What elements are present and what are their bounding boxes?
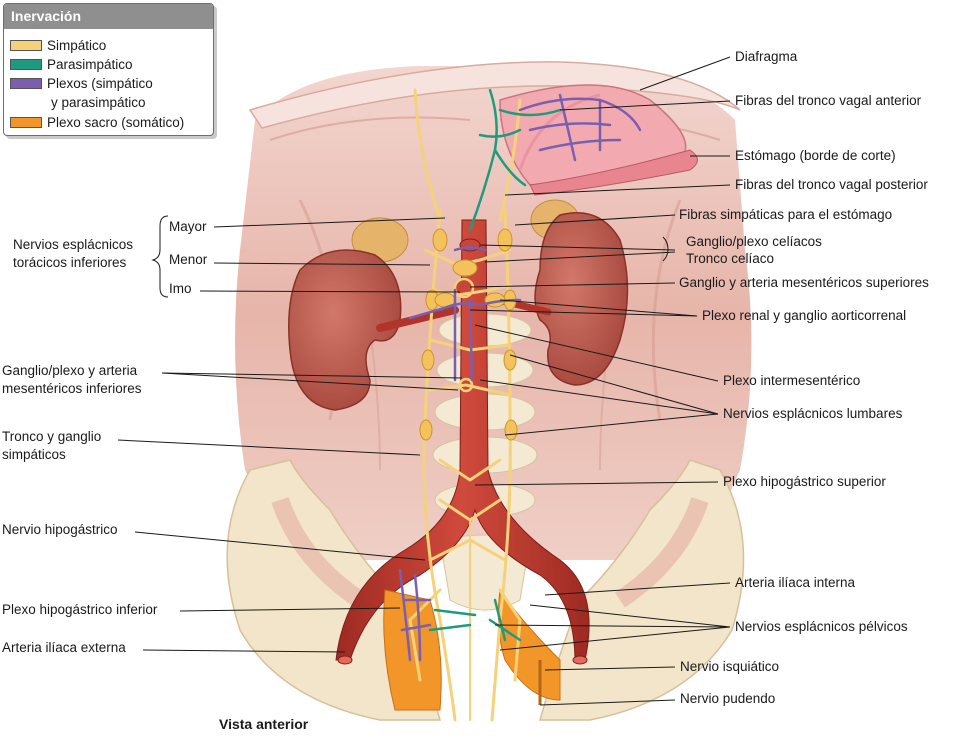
label-ganglio-celiacos: Ganglio/plexo celíacos — [686, 234, 822, 249]
legend-swatch-sympathetic — [10, 39, 42, 51]
label-diafragma: Diafragma — [735, 49, 798, 64]
legend-label-plexus: Plexos (simpático — [47, 76, 153, 91]
label-tronco-celiaco: Tronco celíaco — [686, 251, 775, 266]
label-nervio-isquiatico: Nervio isquiático — [680, 659, 780, 674]
label-plexo-intermesenterico: Plexo intermesentérico — [723, 373, 861, 388]
label-ganglio-mesenterico-inf-line2: mesentéricos inferiores — [2, 381, 142, 396]
label-arteria-iliaca-externa: Arteria ilíaca externa — [2, 640, 126, 655]
legend-item-sacral: Plexo sacro (somático) — [10, 114, 184, 131]
label-estomago: Estómago (borde de corte) — [735, 148, 896, 163]
kidney-left — [288, 249, 402, 411]
label-nervios-esplacnicos-pelvicos: Nervios esplácnicos pélvicos — [735, 619, 908, 634]
legend-label-sympathetic: Simpático — [47, 38, 107, 53]
aorta — [335, 219, 590, 663]
label-tronco-ganglio-line1: Tronco y ganglio — [2, 429, 102, 444]
leader-lines — [117, 56, 731, 706]
legend-title: Inervación — [4, 4, 213, 29]
label-ganglio-mesenterico-sup: Ganglio y arteria mesentéricos superiore… — [679, 275, 929, 290]
label-ganglio-mesenterico-inf-line1: Ganglio/plexo y arteria — [2, 363, 138, 378]
label-nervio-hipogastrico: Nervio hipogástrico — [2, 522, 118, 537]
legend-label-parasympathetic: Parasimpático — [47, 57, 133, 72]
mixed-plexuses — [398, 93, 642, 662]
legend-label-sacral: Plexo sacro (somático) — [47, 115, 185, 130]
label-plexo-renal: Plexo renal y ganglio aorticorrenal — [702, 308, 907, 323]
sympathetic-ganglia — [419, 228, 518, 441]
sacral-plexus — [383, 588, 561, 711]
diaphragm — [248, 61, 741, 129]
label-nervios-toracicos-line2: torácicos inferiores — [13, 255, 127, 270]
legend-swatch-parasympathetic — [10, 58, 42, 70]
legend-item-sympathetic: Simpático — [10, 37, 106, 54]
parasympathetic-nerves — [428, 88, 562, 642]
view-label: Vista anterior — [219, 716, 309, 732]
label-nervios-toracicos-line1: Nervios esplácnicos — [13, 237, 134, 252]
legend-swatch-plexus — [10, 77, 42, 89]
renal-artery-left — [376, 306, 459, 332]
legend-item-parasympathetic: Parasimpático — [10, 56, 133, 73]
label-fibras-simpaticas-estomago: Fibras simpáticas para el estómago — [679, 207, 893, 222]
label-arteria-iliaca-interna: Arteria ilíaca interna — [735, 575, 856, 590]
label-imo: Imo — [169, 281, 192, 296]
label-nervios-esplacnicos-lumbares: Nervios esplácnicos lumbares — [723, 406, 903, 421]
legend-swatch-sacral — [10, 116, 42, 128]
legend: Inervación Simpático Parasimpático Plexo… — [3, 3, 214, 136]
label-tronco-ganglio-line2: simpáticos — [2, 447, 66, 462]
label-menor: Menor — [169, 252, 208, 267]
label-plexo-hipogastrico-sup: Plexo hipogástrico superior — [723, 474, 886, 489]
label-nervio-pudendo: Nervio pudendo — [680, 691, 776, 706]
legend-item-plexus: Plexos (simpático — [10, 75, 153, 92]
label-mayor: Mayor — [169, 219, 207, 234]
label-plexo-hipogastrico-inf: Plexo hipogástrico inferior — [2, 602, 158, 617]
label-fibras-vagal-posterior: Fibras del tronco vagal posterior — [735, 177, 928, 192]
legend-label-plexus-line2: y parasimpático — [51, 95, 146, 110]
label-fibras-vagal-anterior: Fibras del tronco vagal anterior — [735, 93, 922, 108]
